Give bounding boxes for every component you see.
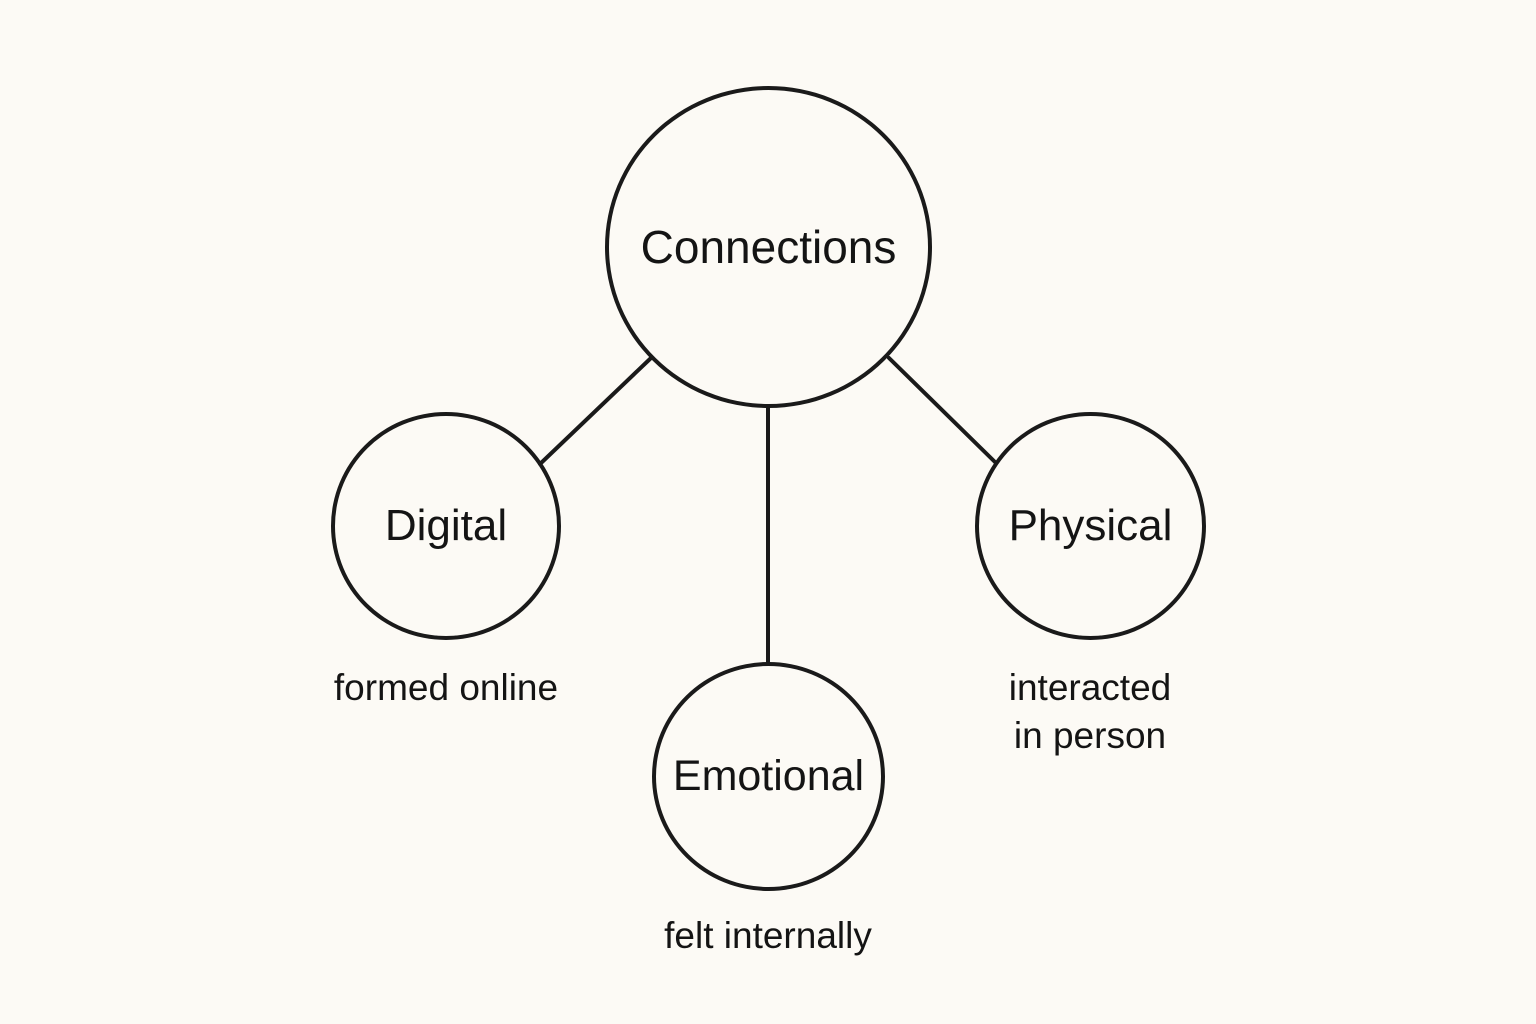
connector-physical — [887, 356, 998, 465]
connector-digital — [538, 356, 653, 466]
physical-caption: interacted in person — [930, 664, 1250, 760]
physical-node-label: Physical — [1008, 501, 1173, 550]
child-node-emotional: Emotional — [652, 662, 885, 891]
child-node-digital: Digital — [331, 412, 561, 640]
child-node-physical: Physical — [975, 412, 1206, 640]
digital-caption-line: formed online — [333, 667, 559, 708]
digital-node-label: Digital — [384, 501, 508, 550]
physical-caption-line-2: in person — [1013, 715, 1167, 756]
emotional-caption-line: felt internally — [664, 915, 872, 956]
emotional-caption: felt internally — [608, 912, 928, 960]
root-node-connections: Connections — [605, 86, 932, 408]
physical-caption-line-1: interacted — [1008, 667, 1172, 708]
emotional-node-label: Emotional — [672, 752, 865, 800]
root-node-label: Connections — [640, 221, 897, 273]
digital-caption: formed online — [286, 664, 606, 712]
